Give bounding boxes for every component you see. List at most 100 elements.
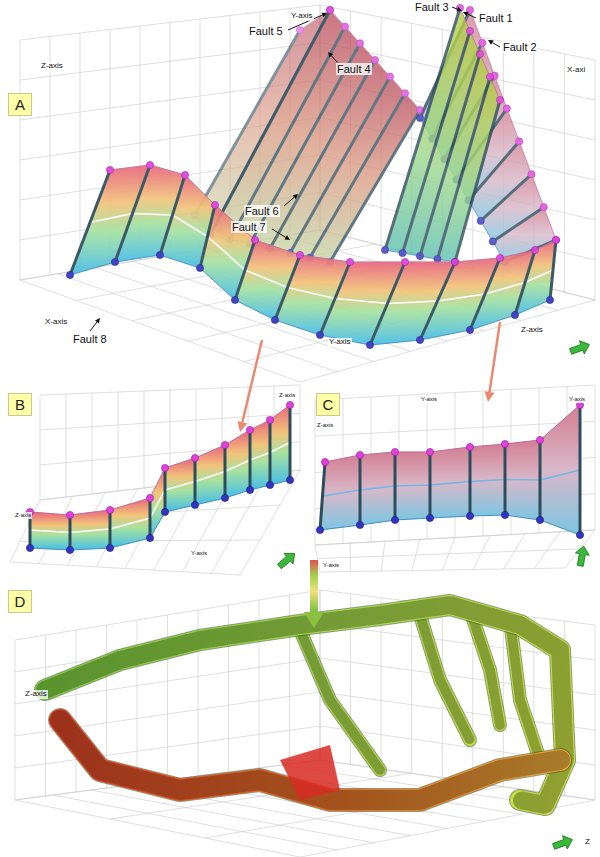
orientation-arrow-shape	[551, 833, 575, 853]
control-point	[106, 506, 113, 513]
pillar	[550, 240, 556, 300]
pillar	[290, 77, 390, 253]
axis-label: X-axi	[566, 66, 586, 75]
control-point	[486, 73, 493, 80]
arrow-head	[284, 235, 290, 240]
fault-label: Fault 7	[231, 221, 267, 233]
control-point	[26, 544, 33, 551]
control-point	[246, 486, 253, 493]
pillar	[429, 452, 432, 518]
band-fill	[420, 615, 470, 740]
control-point	[546, 296, 553, 303]
arrow-shaft	[331, 56, 338, 63]
control-point	[146, 534, 153, 541]
band-outline	[420, 615, 470, 740]
control-point	[496, 254, 503, 261]
arrow-head	[488, 40, 494, 45]
panel-label: C	[316, 393, 340, 416]
control-point	[346, 258, 353, 265]
grid-line	[45, 635, 46, 796]
pillar	[320, 262, 350, 335]
leader-arrow	[272, 229, 290, 240]
control-point	[381, 246, 388, 253]
control-point	[401, 90, 408, 97]
grid-line	[66, 394, 67, 497]
fault-label: Fault 4	[336, 63, 372, 75]
control-point	[191, 454, 198, 461]
pillar	[469, 447, 472, 516]
pillar	[481, 174, 532, 221]
arrow-shaft	[452, 7, 457, 9]
leader-arrow	[488, 40, 500, 47]
pillar	[515, 250, 535, 315]
control-point	[451, 258, 458, 265]
grid-line	[15, 640, 16, 800]
axis-label: Z-axis	[520, 326, 544, 335]
band-mesh	[300, 630, 380, 770]
control-point	[211, 201, 218, 208]
control-point	[221, 441, 228, 448]
control-point	[341, 23, 348, 30]
pillar	[224, 445, 227, 498]
axis-label: Z	[584, 838, 591, 847]
surface-edge	[325, 405, 580, 462]
gradient-arrow	[310, 560, 318, 612]
band-mesh	[420, 615, 470, 740]
control-point	[503, 105, 510, 112]
fault-label: Fault 8	[72, 333, 108, 345]
control-point	[111, 258, 118, 265]
leader-arrow	[463, 12, 476, 18]
axis-label: Y-axis	[568, 396, 586, 403]
pillar	[195, 30, 300, 215]
surface-edge	[30, 480, 290, 550]
control-point	[416, 252, 423, 259]
grid-line	[300, 385, 301, 470]
leader-arrow	[90, 318, 100, 331]
control-point	[456, 4, 463, 11]
pillar	[493, 207, 544, 241]
control-point	[426, 514, 433, 521]
band-mesh	[45, 605, 565, 805]
surface-patch	[270, 405, 290, 485]
pillar	[210, 10, 330, 235]
grid-line	[595, 625, 596, 800]
pillar	[470, 258, 500, 330]
pillar	[370, 262, 405, 345]
band-fill	[60, 720, 560, 800]
arrow-head	[456, 7, 462, 12]
arrow-head	[321, 13, 327, 18]
control-point	[426, 448, 433, 455]
control-point	[476, 50, 483, 57]
control-point	[416, 106, 423, 113]
pillar	[420, 262, 455, 340]
control-point	[326, 6, 333, 13]
grid-band	[45, 605, 565, 805]
control-point	[511, 311, 518, 318]
arrow-head	[463, 12, 469, 17]
control-point	[466, 27, 473, 34]
panel-label: D	[8, 590, 32, 613]
control-point	[391, 448, 398, 455]
surface-patch	[195, 445, 225, 505]
grid-band	[420, 615, 470, 740]
arrow-head	[293, 194, 298, 199]
control-point	[316, 331, 323, 338]
control-point	[221, 494, 228, 501]
band-outline	[300, 630, 380, 770]
grid-line	[15, 800, 300, 857]
grid-line	[20, 5, 320, 40]
arrow-head	[237, 421, 247, 432]
panel-letter: A	[15, 97, 25, 112]
control-point	[286, 401, 293, 408]
control-point	[106, 166, 113, 173]
surface-edge	[330, 10, 420, 110]
control-point	[271, 316, 278, 323]
bounding-box-grid	[315, 385, 595, 545]
pillar	[164, 468, 167, 512]
arrow-shaft	[242, 340, 262, 422]
control-point	[356, 521, 363, 528]
control-point	[399, 249, 406, 256]
orientation-arrow-shape	[573, 545, 590, 567]
pillar	[149, 498, 152, 538]
pillar	[275, 255, 300, 320]
